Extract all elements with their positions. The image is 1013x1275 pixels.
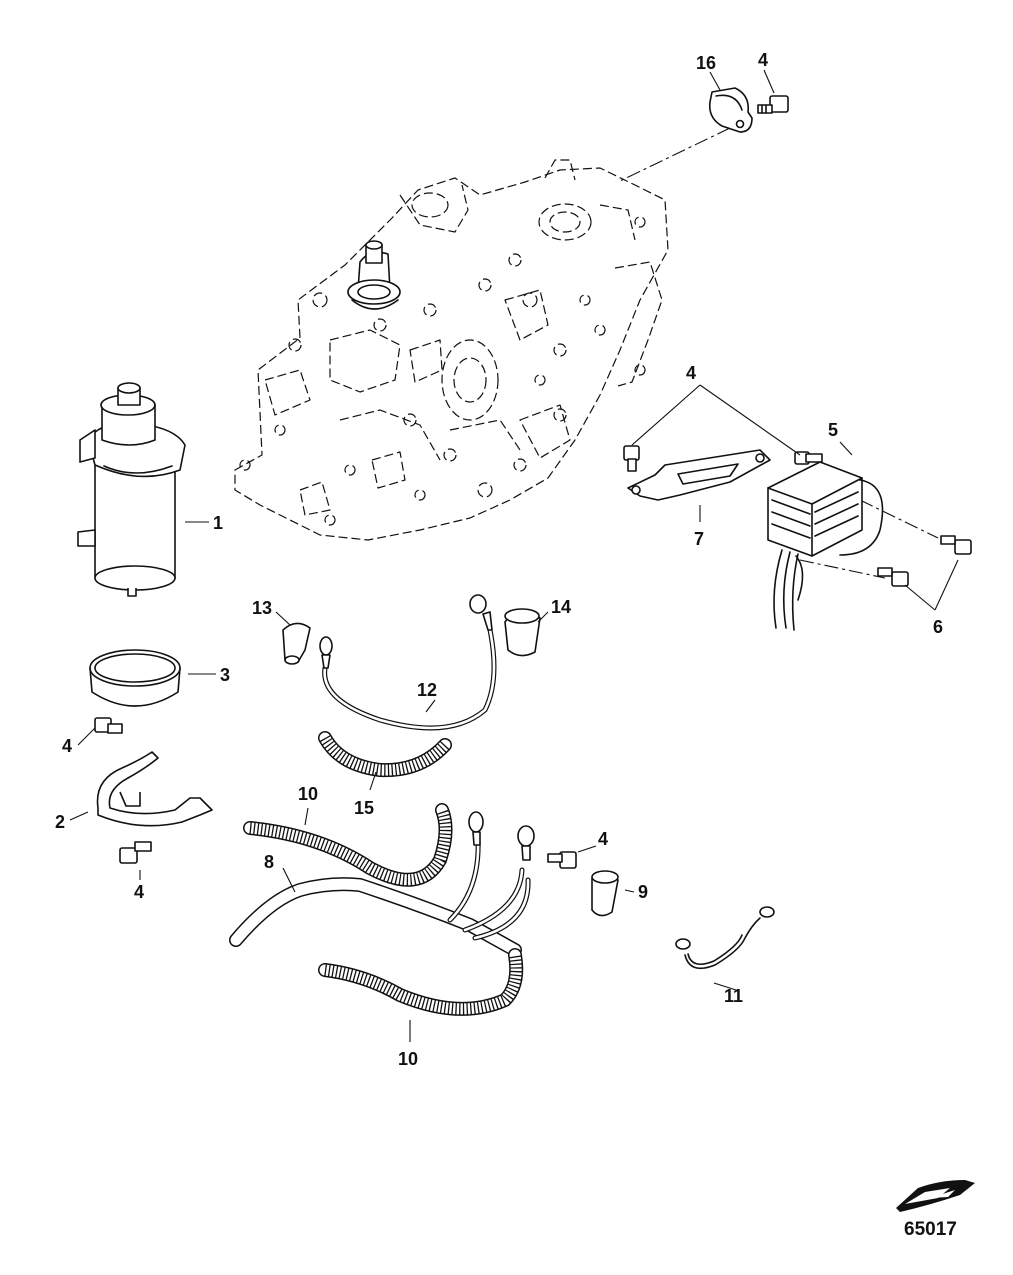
corrugated-sleeve-10-upper	[243, 803, 453, 887]
battery-cable-12	[319, 594, 497, 731]
callout-1: 1	[213, 513, 223, 533]
ground-wire-11	[675, 906, 775, 970]
callout-8: 8	[264, 852, 274, 872]
callout-3: 3	[220, 665, 230, 685]
voltage-regulator	[767, 461, 884, 631]
starter-band	[89, 649, 181, 707]
callout-10: 10	[298, 784, 318, 804]
engine-block-phantom	[234, 159, 669, 541]
terminal-boot-9	[591, 870, 619, 917]
callout-13: 13	[252, 598, 272, 618]
regulator-bracket	[627, 449, 771, 501]
bolt-top	[757, 95, 789, 114]
bolt-bracket-right	[794, 451, 823, 465]
outboard-orientation-icon	[896, 1180, 975, 1212]
callout-16: 16	[696, 53, 716, 73]
regulator-to-bolt-line-2	[799, 559, 886, 579]
clamp	[708, 87, 753, 133]
callout-14: 14	[551, 597, 571, 617]
callout-7: 7	[694, 529, 704, 549]
callout-4: 4	[598, 829, 608, 849]
callout-numbers: 1 3 4 2 4 4 5 7 6 8 10 9 4 10 11 12 13 1…	[55, 50, 943, 1069]
callout-6: 6	[933, 617, 943, 637]
bolt-left-lower	[119, 841, 152, 864]
engine-to-clamp-line	[617, 127, 731, 183]
bolt-regulator-lower	[877, 567, 909, 587]
harness-8	[229, 811, 535, 957]
starter-strap	[96, 751, 213, 827]
callout-9: 9	[638, 882, 648, 902]
callout-2: 2	[55, 812, 65, 832]
terminal-boot-13	[282, 622, 311, 665]
bolt-regulator-upper	[940, 535, 972, 555]
callout-4: 4	[758, 50, 768, 70]
callout-4: 4	[686, 363, 696, 383]
callout-15: 15	[354, 798, 374, 818]
callout-10: 10	[398, 1049, 418, 1069]
callout-4: 4	[62, 736, 72, 756]
callout-11: 11	[724, 986, 743, 1006]
bolt-left-upper	[94, 717, 123, 734]
callout-12: 12	[417, 680, 437, 700]
corrugated-sleeve-10-lower	[318, 948, 524, 1016]
starter-motor	[77, 382, 186, 597]
regulator-to-bolt-line	[859, 499, 939, 539]
bolt-boot	[547, 851, 577, 869]
corrugated-sleeve-15	[318, 731, 452, 778]
callout-leaders	[69, 69, 959, 1042]
callout-5: 5	[828, 420, 838, 440]
figure-number: 65017	[904, 1219, 957, 1240]
bolt-bracket-left	[623, 445, 640, 472]
terminal-boot-14	[504, 608, 541, 657]
callout-4: 4	[134, 882, 144, 902]
